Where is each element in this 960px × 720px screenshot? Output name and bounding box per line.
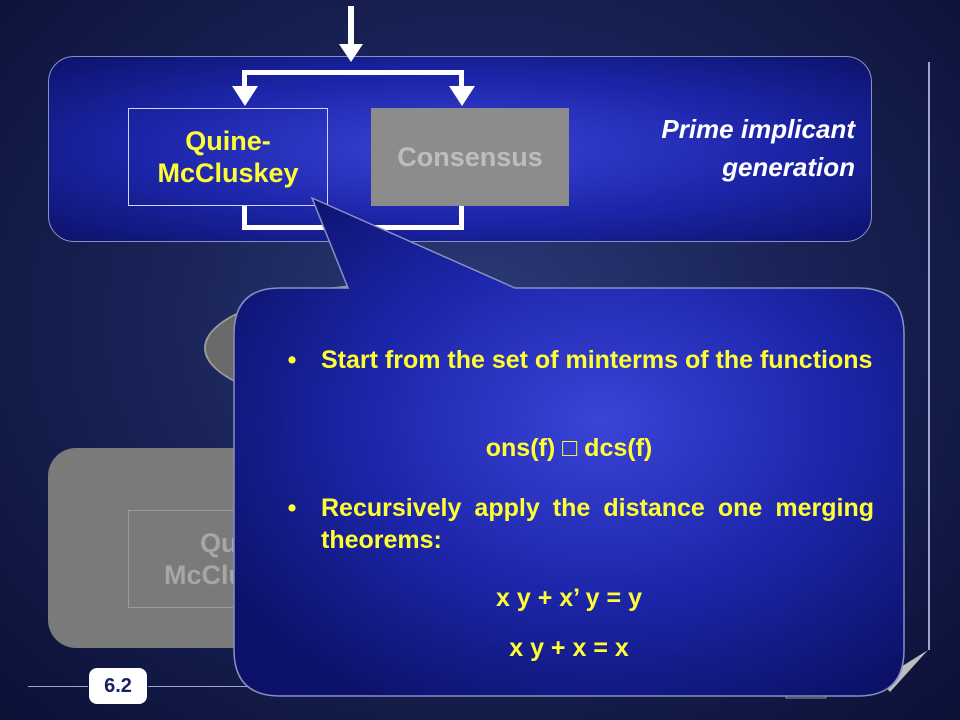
arrowhead-left bbox=[232, 86, 258, 106]
arrowhead-right bbox=[449, 86, 475, 106]
bullet-1: • Start from the set of minterms of the … bbox=[282, 344, 874, 376]
page-number-badge: 6.2 bbox=[89, 668, 147, 704]
connector-top-left bbox=[242, 70, 247, 90]
quine-mccluskey-box: Quine- McCluskey bbox=[128, 108, 328, 206]
bullet-1-text: Start from the set of minterms of the fu… bbox=[321, 346, 873, 374]
prime-implicant-generation-label: Prime implicant generation bbox=[661, 114, 855, 182]
formula-merge-1: x y + x’ y = y bbox=[496, 584, 642, 612]
bullet-2-text: Recursively apply the distance one mergi… bbox=[321, 494, 874, 554]
quine-mccluskey-dimmed-label: Qui McClu bbox=[164, 528, 245, 590]
frame-line-bottom-left bbox=[28, 686, 88, 687]
connector-bottom-right bbox=[459, 206, 464, 230]
consensus-label: Consensus bbox=[397, 142, 543, 172]
frame-line-right bbox=[928, 62, 930, 650]
input-arrow bbox=[339, 6, 363, 62]
connector-top-bar bbox=[242, 70, 464, 75]
formula-ons-dcs: ons(f) □ dcs(f) bbox=[485, 434, 653, 462]
bullet-dot-1: • bbox=[287, 346, 297, 374]
bullet-2: • Recursively apply the distance one mer… bbox=[282, 492, 874, 556]
page-number: 6.2 bbox=[104, 674, 132, 697]
connector-bottom-left bbox=[242, 206, 247, 230]
bullet-dot-2: • bbox=[287, 494, 297, 522]
formula-merge-2: x y + x = x bbox=[509, 634, 629, 662]
consensus-box: Consensus bbox=[371, 108, 569, 206]
connector-top-right bbox=[459, 70, 464, 90]
quine-mccluskey-label: Quine- McCluskey bbox=[157, 126, 299, 188]
